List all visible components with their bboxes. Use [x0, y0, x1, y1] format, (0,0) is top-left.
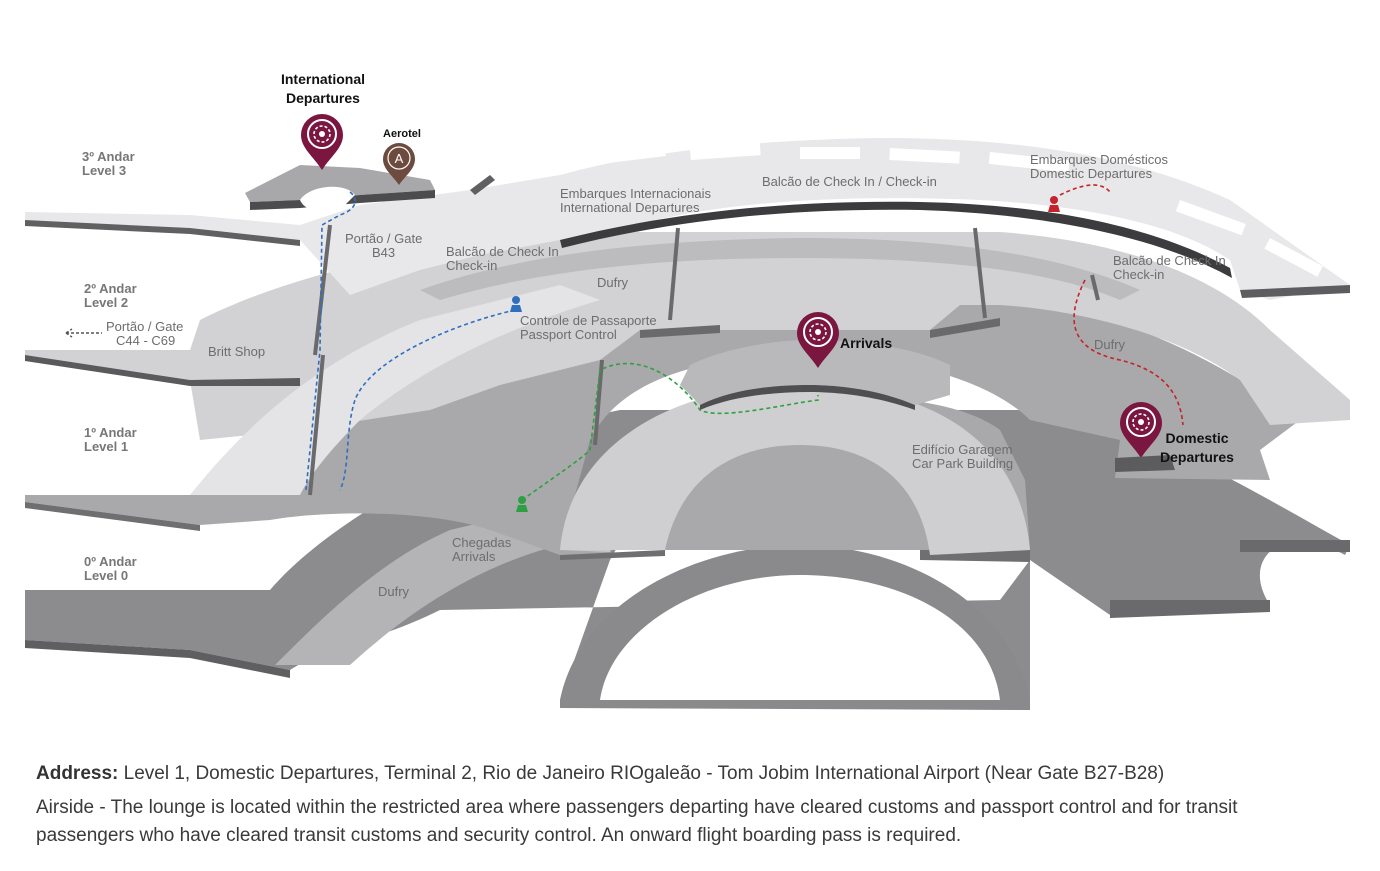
embarques-intl-en: International Departures — [560, 200, 700, 215]
route-green — [521, 362, 819, 501]
car-park-building — [560, 385, 1030, 555]
garagem-pt: Edifício Garagem — [912, 442, 1012, 457]
address-line: Address: Level 1, Domestic Departures, T… — [36, 760, 1336, 788]
route-red — [1059, 184, 1184, 426]
arrivals-label: Arrivals — [840, 335, 892, 351]
level-3-floor — [25, 138, 1350, 300]
checkin-left-en: Check-in — [446, 258, 497, 273]
level-0-label: Level 0 — [84, 568, 128, 583]
checkin-left-pt: Balcão de Check In — [446, 244, 559, 259]
level-1-label: Level 1 — [84, 439, 128, 454]
chegadas-pt: Chegadas — [452, 535, 512, 550]
garagem-en: Car Park Building — [912, 456, 1013, 471]
level-2-inner-strip — [420, 238, 1140, 300]
checkin-right-en: Check-in — [1113, 267, 1164, 282]
dufry-right: Dufry — [1094, 337, 1126, 352]
checkin-top-label: Balcão de Check In / Check-in — [762, 174, 937, 189]
arrow-left-icon — [65, 328, 102, 338]
passport-pt: Controle de Passaporte — [520, 313, 657, 328]
level-2-pier — [190, 285, 600, 495]
embarques-intl-pt: Embarques Internacionais — [560, 186, 712, 201]
portao-b43-pt: Portão / Gate — [345, 231, 422, 246]
portao-b43-en: B43 — [372, 245, 395, 260]
route-blue — [305, 191, 516, 491]
chegadas-en: Arrivals — [452, 549, 496, 564]
portao-c44-en: C44 - C69 — [116, 333, 175, 348]
level-3-details — [574, 143, 1323, 277]
terminal-map: A 3º Andar Level 3 2º Andar Level 2 1º A… — [25, 71, 1350, 710]
address-key: Address: — [36, 763, 119, 784]
aerotel-label: Aerotel — [383, 128, 421, 140]
level-0-andar: 0º Andar — [84, 554, 137, 569]
checkin-right-pt: Balcão de Check In — [1113, 253, 1226, 268]
level-2-andar: 2º Andar — [84, 281, 137, 296]
level-1-andar: 1º Andar — [84, 425, 137, 440]
address-value: Level 1, Domestic Departures, Terminal 2… — [118, 763, 1165, 784]
dufry-level-0: Dufry — [378, 584, 410, 599]
level-0-walkway — [275, 505, 560, 665]
britt-shop-label: Britt Shop — [208, 344, 265, 359]
intl-departures-title-2: Departures — [286, 90, 360, 106]
dom-departures-platform — [1115, 455, 1175, 472]
aerotel-glyph: A — [395, 151, 404, 166]
dom-departures-title-1: Domestic — [1165, 430, 1228, 446]
intl-departures-pin-icon[interactable] — [300, 113, 344, 171]
embarques-dom-pt: Embarques Domésticos — [1030, 152, 1168, 167]
level-3-label: Level 3 — [82, 163, 126, 178]
dufry-level-2: Dufry — [597, 275, 629, 290]
aerotel-pin-icon[interactable]: A — [383, 143, 415, 185]
portao-c44-pt: Portão / Gate — [106, 319, 183, 334]
airside-note: Airside - The lounge is located within t… — [36, 797, 1238, 846]
elevator-shafts — [308, 224, 1100, 496]
caption: Address: Level 1, Domestic Departures, T… — [36, 760, 1336, 850]
intl-departures-title-1: International — [281, 71, 365, 87]
intl-departures-platform — [245, 165, 435, 213]
arrivals-hall — [680, 340, 950, 410]
dom-departures-title-2: Departures — [1160, 449, 1234, 465]
level-2-label: Level 2 — [84, 295, 128, 310]
level-3-andar: 3º Andar — [82, 149, 135, 164]
passport-en: Passport Control — [520, 327, 617, 342]
embarques-dom-en: Domestic Departures — [1030, 166, 1153, 181]
